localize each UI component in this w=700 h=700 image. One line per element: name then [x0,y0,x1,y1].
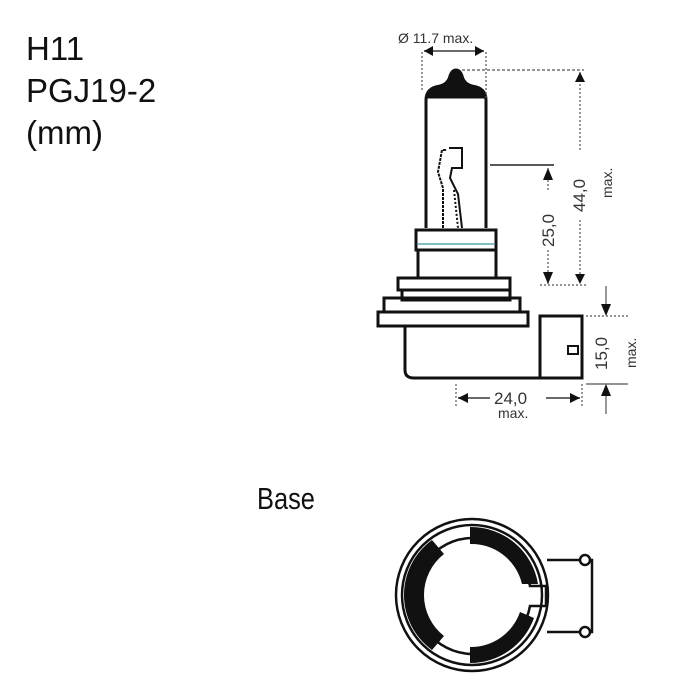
units-label: (mm) [26,114,103,151]
base-view-label: Base [257,481,315,516]
width-dimension: 24,0 [494,389,527,408]
bulb-side-view [376,68,584,380]
base-type-label: PGJ19-2 [26,72,157,109]
bulb-glass-envelope [424,68,488,228]
base-height-note: max. [623,338,639,368]
diameter-dimension: Ø 11.7 max. [398,30,473,46]
bulb-type-label: H11 [26,30,85,67]
base-outer-ring [394,517,550,673]
bulb-neck [414,228,498,252]
connector-key [567,345,579,355]
base-height-dimension: 15,0 [592,337,611,370]
base-inner-bore [413,536,548,656]
bulb-base-body [403,326,542,380]
overall-height-dimension: 44,0 [570,179,589,212]
bulb-flange-mid [400,288,512,302]
bulb-tip [427,70,485,99]
bulb-spec-title: H11 PGJ19-2 (mm) [26,28,156,154]
dimension-lines [421,46,628,414]
base-outer-ring-inner [400,523,544,667]
base-segment-left [403,540,444,650]
light-center-dimension: 25,0 [539,214,558,247]
base-top-view [394,517,594,673]
base-segment-top-right [470,526,538,584]
bulb-flange-upper [396,276,512,292]
base-segment-bottom-right [470,612,534,663]
filament [436,147,463,229]
width-note: max. [498,405,528,421]
overall-height-note: max. [599,168,615,198]
bulb-ring [376,310,530,328]
base-connector [547,558,594,634]
connector [538,314,584,380]
bulb-collar [416,248,498,280]
